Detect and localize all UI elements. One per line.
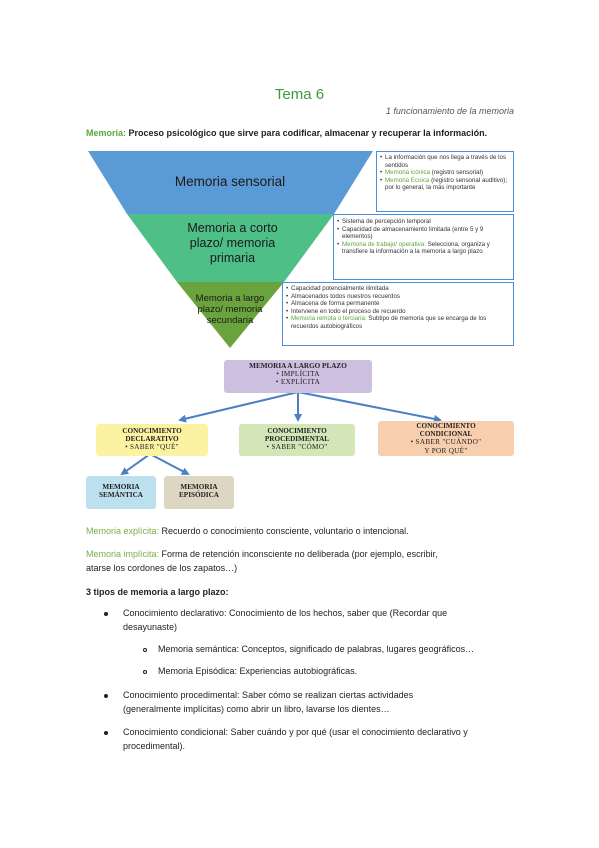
arrow-to-declarativo: [178, 391, 299, 423]
funnel-label-largo-line: plazo/ memoria: [197, 304, 263, 315]
bullet-circle-icon: [143, 648, 147, 652]
info-bullet: Almacena de forma permanente: [286, 300, 510, 308]
node-semantica: MEMORIA SEMÁNTICA: [86, 476, 156, 509]
list-line: (generalmente implícitas) como abrir un …: [123, 704, 390, 714]
node-declarativo: CONOCIMIENTO DECLARATIVO • SABER "QUÉ": [96, 424, 208, 456]
info-box-sensorial: La información que nos llega a través de…: [376, 151, 514, 212]
bullet-dot-icon: [104, 731, 108, 735]
node-title: CONOCIMIENTO: [122, 427, 182, 435]
info-bullet: Memoria remota o terciaria: Subtipo de m…: [286, 315, 510, 330]
info-bullet: Almacenados todos nuestros recuerdos: [286, 293, 510, 301]
node-title: CONOCIMIENTO: [267, 427, 327, 435]
info-bullet: Memoria icónica (registro sensorial): [380, 169, 510, 177]
sublist-item-semantica: Memoria semántica: Conceptos, significad…: [158, 644, 475, 654]
page-title: Tema 6: [274, 86, 325, 103]
bullet-circle-icon: [143, 670, 147, 674]
list-line: Conocimiento declarativo: Conocimiento d…: [123, 608, 448, 618]
definition-term: Memoria:: [86, 128, 127, 138]
funnel-label-sensorial: Memoria sensorial: [174, 174, 286, 189]
node-title: EPISÓDICA: [179, 491, 219, 500]
node-procedimental: CONOCIMIENTO PROCEDIMENTAL • SABER "CÓMO…: [239, 424, 355, 456]
list-line: desayunaste): [123, 622, 178, 632]
heading-tipos: 3 tipos de memoria a largo plazo:: [86, 587, 229, 597]
text-implicita: Forma de retención inconsciente no delib…: [159, 549, 438, 559]
funnel-label-corto-line: plazo/ memoria: [189, 236, 276, 250]
info-bullet: La información que nos llega a través de…: [380, 154, 510, 169]
paragraph-explicita: Memoria explícita: Recuerdo o conocimien…: [86, 524, 526, 538]
info-bullet: Interviene en todo el proceso de recuerd…: [286, 308, 510, 316]
funnel-label-corto-plazo: Memoria a corto plazo/ memoria primaria: [150, 221, 315, 266]
info-bullet: Capacidad de almacenamiento limitada (en…: [337, 226, 510, 241]
term-implicita: Memoria implícita:: [86, 549, 160, 559]
list-line: Conocimiento condicional: Saber cuándo y…: [123, 727, 468, 737]
funnel-level-largo-plazo: [177, 282, 284, 348]
info-bullet: Capacidad potencialmente ilimitada: [286, 285, 510, 293]
node-title: MEMORIA A LARGO PLAZO: [249, 362, 347, 370]
node-sub: • IMPLÍCITA: [276, 370, 320, 379]
node-title: PROCEDIMENTAL: [264, 435, 330, 444]
node-condicional: CONOCIMIENTO CONDICIONAL • SABER "CUÁNDO…: [378, 421, 514, 456]
node-episodica: MEMORIA EPISÓDICA: [164, 476, 234, 509]
tree-arrows: [120, 391, 442, 476]
funnel-level-corto-plazo: [127, 214, 334, 282]
node-sub: • SABER "QUÉ": [125, 443, 179, 452]
funnel-label-largo-line: secundaria: [206, 315, 254, 326]
funnel-label-largo-line: Memoria a largo: [195, 293, 265, 304]
info-box-largo-plazo: Capacidad potencialmente ilimitada Almac…: [282, 282, 514, 346]
node-title: MEMORIA: [180, 483, 218, 491]
node-sub: • SABER "CÓMO": [266, 443, 328, 452]
arrow-to-episodica: [149, 453, 190, 475]
node-sub: • SABER "CUÁNDO": [410, 438, 482, 447]
paragraph-implicita: Memoria implícita: Forma de retención in…: [86, 547, 526, 575]
page-subtitle: 1 funcionamiento de la memoria: [385, 106, 514, 116]
bullet-dot-icon: [104, 694, 108, 698]
bullet-dot-icon: [104, 612, 108, 616]
node-memoria-largo-plazo: MEMORIA A LARGO PLAZO • IMPLÍCITA • EXPL…: [224, 360, 372, 393]
memoria-definition: Memoria: Proceso psicológico que sirve p…: [86, 128, 526, 138]
memory-funnel-diagram: [88, 151, 373, 348]
funnel-label-corto-line: primaria: [209, 251, 256, 265]
node-title: SEMÁNTICA: [99, 491, 143, 500]
funnel-level-sensorial: [88, 151, 373, 214]
info-box-corto-plazo: Sistema de percepción temporal Capacidad…: [333, 214, 514, 280]
arrow-to-semantica: [120, 453, 151, 476]
term-explicita: Memoria explícita:: [86, 526, 160, 536]
node-sub: Y POR QUÉ": [424, 446, 468, 455]
arrow-to-condicional: [297, 391, 442, 423]
sublist-item-episodica: Memoria Episódica: Experiencias autobiog…: [158, 666, 358, 676]
funnel-label-largo-plazo: Memoria a largo plazo/ memoria secundari…: [180, 293, 280, 326]
info-bullet: Sistema de percepción temporal: [337, 218, 510, 226]
list-line: Conocimiento procedimental: Saber cómo s…: [123, 690, 414, 700]
node-title: MEMORIA: [102, 483, 140, 491]
node-sub: • EXPLÍCITA: [275, 378, 321, 387]
node-title: CONOCIMIENTO: [416, 422, 476, 430]
list-item-declarativo: Conocimiento declarativo: Conocimiento d…: [123, 606, 523, 634]
definition-text: Proceso psicológico que sirve para codif…: [126, 128, 488, 138]
node-title: DECLARATIVO: [125, 435, 179, 444]
text-explicita: Recuerdo o conocimiento consciente, volu…: [159, 526, 409, 536]
text-implicita-cont: atarse los cordones de los zapatos…): [86, 563, 238, 573]
list-item-procedimental: Conocimiento procedimental: Saber cómo s…: [123, 688, 523, 716]
info-bullet: Memoria Ecoica (registro sensorial audit…: [380, 177, 510, 192]
list-item-condicional: Conocimiento condicional: Saber cuándo y…: [123, 725, 523, 753]
node-title: CONDICIONAL: [419, 430, 473, 439]
funnel-label-corto-line: Memoria a corto: [187, 221, 278, 235]
info-bullet: Memoria de trabajo/ operativa: Seleccion…: [337, 241, 510, 256]
list-line: procedimental).: [123, 741, 186, 751]
